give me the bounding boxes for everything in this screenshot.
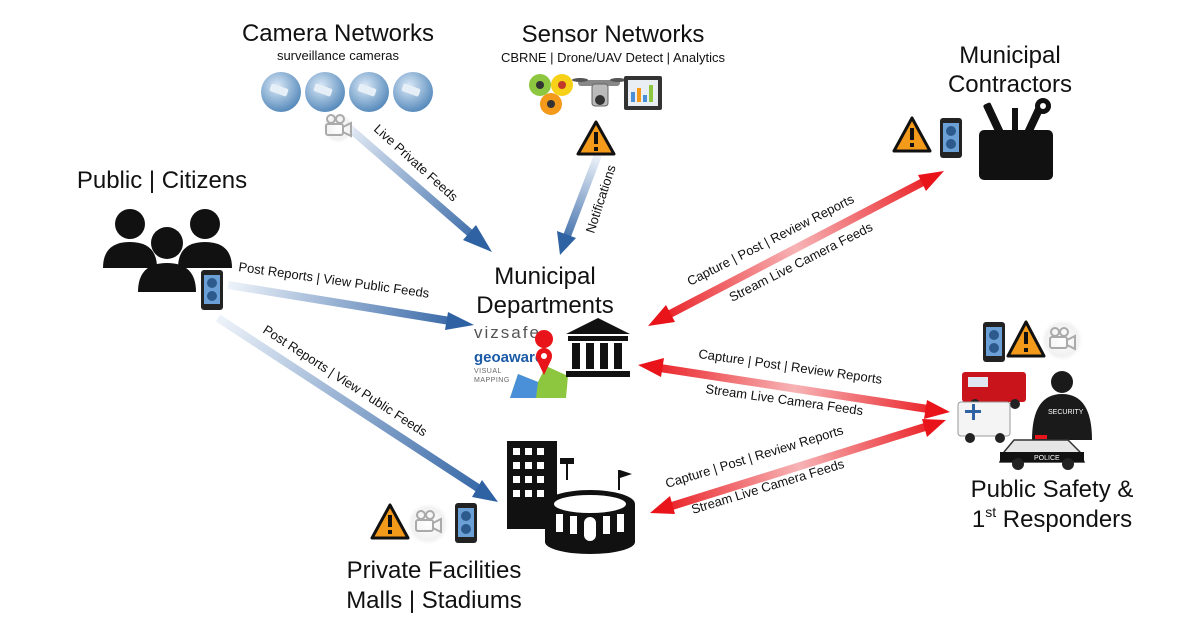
security-label: SECURITY: [1048, 409, 1084, 416]
node-sensor-networks: Sensor Networks CBRNE | Drone/UAV Detect…: [501, 21, 725, 156]
public-safety-title-2: 1st Responders: [972, 504, 1132, 533]
map-pin-icon: [510, 330, 568, 398]
mobile-phone-icon: [983, 322, 1005, 362]
geoaware-logo: geoaware ™ VISUAL MAPPING: [474, 330, 568, 398]
mobile-phone-icon: [940, 118, 962, 158]
mobile-phone-icon: [455, 503, 477, 543]
arrowhead-camera: [463, 225, 492, 252]
drone-icon: [572, 78, 626, 107]
people-group-icon: [103, 209, 232, 292]
mobile-phone-icon: [201, 270, 223, 310]
node-public-citizens: Public | Citizens: [77, 167, 247, 310]
public-safety-title-1: Public Safety &: [971, 476, 1134, 503]
security-officer-icon: SECURITY: [1032, 371, 1092, 440]
arrowhead-red-2a: [638, 358, 664, 377]
arrowhead-red-1b: [918, 171, 944, 191]
camera-networks-subtitle: surveillance cameras: [277, 48, 400, 63]
edge-label-public-private: Post Reports | View Public Feeds: [260, 322, 430, 440]
public-citizens-title: Public | Citizens: [77, 167, 247, 194]
private-facilities-title-2: Malls | Stadiums: [346, 587, 522, 614]
video-camera-icon: [1049, 327, 1076, 351]
sensor-networks-title: Sensor Networks: [522, 21, 705, 48]
arrowhead-public-dept: [445, 312, 474, 330]
warning-icon: [1006, 320, 1046, 358]
warning-icon: [370, 503, 410, 540]
warning-icon: [576, 120, 616, 156]
arrowhead-sensor: [557, 231, 576, 255]
edge-sensor-to-departments: [557, 153, 602, 255]
camera-networks-title: Camera Networks: [242, 20, 434, 47]
surveillance-camera-icon: [261, 72, 301, 112]
municipal-departments-title-1: Municipal: [494, 263, 595, 290]
sensor-networks-subtitle: CBRNE | Drone/UAV Detect | Analytics: [501, 50, 725, 65]
municipal-contractors-title-1: Municipal: [959, 42, 1060, 69]
node-private-facilities: Private Facilities Malls | Stadiums: [346, 441, 635, 614]
node-municipal-contractors: Municipal Contractors: [892, 42, 1072, 180]
edge-departments-public-safety: [638, 358, 950, 419]
toolbox-icon: [979, 98, 1053, 180]
geoaware-visual: VISUAL: [474, 368, 502, 375]
node-municipal-departments: Municipal Departments vizsafe geoaware ™…: [474, 263, 630, 398]
stadium-icon: [545, 458, 635, 554]
geoaware-wordmark: geoaware: [474, 349, 543, 366]
police-label: POLICE: [1034, 455, 1060, 462]
node-public-safety: SECURITY POLICE Public Safety & 1st Resp…: [957, 318, 1134, 533]
edge-private-public-safety: [650, 419, 946, 514]
vizsafe-logo: vizsafe: [474, 323, 541, 342]
surveillance-camera-icon: [393, 72, 433, 112]
arrowhead-red-1a: [648, 305, 675, 326]
video-camera-icon: [322, 112, 354, 144]
ambulance-icon: [957, 401, 1011, 443]
private-facilities-title-1: Private Facilities: [347, 557, 522, 584]
arrowhead-public-private: [472, 480, 498, 502]
edge-camera-to-departments: [337, 116, 492, 252]
geoaware-mapping: MAPPING: [474, 377, 510, 384]
cbrne-hazard-icon: [529, 74, 573, 115]
analytics-monitor-icon: [624, 76, 662, 110]
municipal-departments-title-2: Departments: [476, 292, 613, 319]
government-building-icon: [566, 318, 630, 377]
police-car-icon: POLICE: [998, 435, 1086, 470]
warning-icon: [892, 116, 932, 153]
edge-public-to-departments: [227, 281, 474, 330]
arrowhead-red-3b: [922, 419, 946, 437]
video-camera-icon: [406, 502, 450, 546]
arrowhead-red-3a: [650, 496, 675, 514]
municipal-contractors-title-2: Contractors: [948, 71, 1072, 98]
node-camera-networks: Camera Networks surveillance cameras: [242, 20, 434, 144]
edge-public-to-private: [215, 314, 498, 502]
edge-departments-contractors: [648, 171, 944, 326]
surveillance-camera-icon: [349, 72, 389, 112]
arrowhead-red-2b: [924, 400, 950, 419]
surveillance-camera-icon: [305, 72, 345, 112]
